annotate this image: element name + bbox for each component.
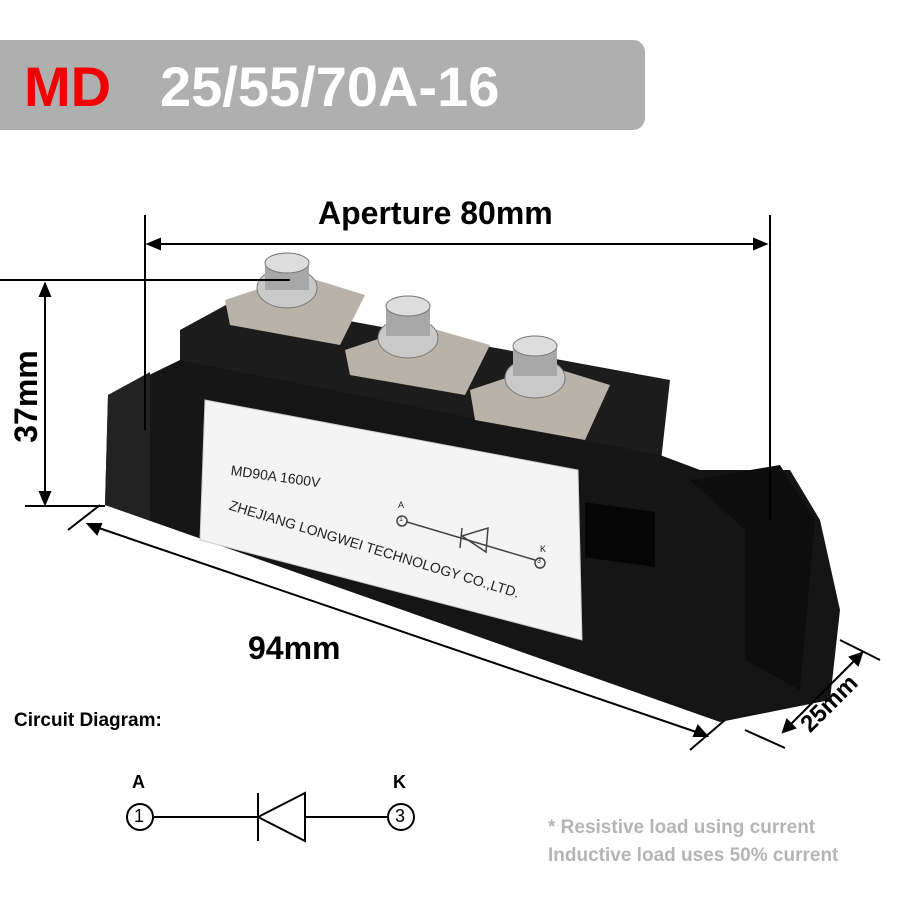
label-cathode-num: 3 [537,558,541,565]
circuit-cathode-num: 3 [395,806,406,826]
title-banner: MD 25/55/70A-16 [0,40,645,130]
title-model: 25/55/70A-16 [160,55,500,118]
circuit-heading: Circuit Diagram: [14,710,162,731]
terminal-1 [225,252,365,345]
note-resistive: * Resistive load using current [548,817,816,838]
dimension-lines [0,215,881,751]
product-label [199,399,583,641]
height-dimension: 37mm [7,350,44,443]
aperture-dimension: Aperture 80mm [318,195,553,231]
note-inductive: Inductive load uses 50% current [548,845,839,866]
length-dimension: 94mm [248,630,341,666]
circuit-diagram [126,791,415,843]
title-prefix: MD [24,55,112,118]
connector-slot [585,502,655,568]
circuit-anode-num: 1 [134,806,145,826]
terminal-2 [345,295,490,395]
label-anode-pin: A [398,500,405,510]
circuit-anode-label: A [132,772,145,792]
label-anode-num: 1 [399,516,403,523]
label-cathode-pin: K [540,544,547,554]
circuit-cathode-label: K [393,772,406,792]
terminal-3 [470,335,610,440]
label-diode-symbol [396,515,546,569]
